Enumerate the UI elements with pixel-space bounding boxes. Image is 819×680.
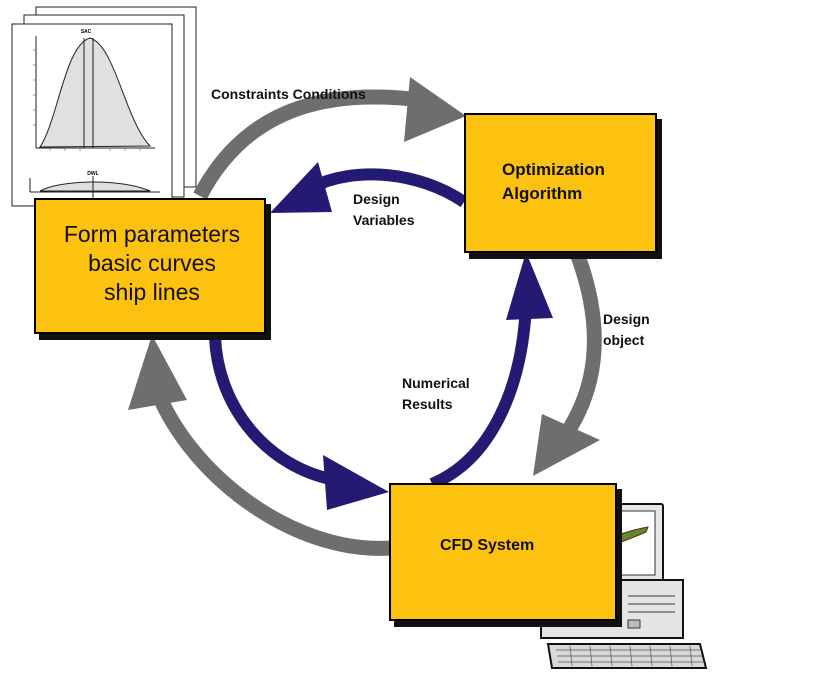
dwl-plot: DWL <box>29 171 160 200</box>
inner-arrow-to-cfd <box>209 336 389 510</box>
cfd-system-text: CFD System <box>440 537 535 554</box>
curve-sheets: SAC DWL <box>11 6 197 207</box>
outer-arrow-return <box>128 335 393 556</box>
optimization-algorithm-box <box>464 113 657 253</box>
constraints-conditions-label: Constraints Conditions <box>211 86 366 102</box>
optimization-algorithm-text: Optimization Algorithm <box>502 160 605 203</box>
inner-arrow-design-variables <box>270 162 468 213</box>
sac-title: SAC <box>81 29 92 35</box>
design-object-label: Design object <box>603 311 650 348</box>
form-parameters-text: Form parameters basic curves ship lines <box>63 221 241 305</box>
outer-arrow-constraints <box>193 77 466 200</box>
dwl-title: DWL <box>87 171 98 177</box>
design-variables-label: Design Variables <box>353 191 415 228</box>
inner-arrow-numerical-results <box>429 252 553 490</box>
sac-plot: SAC <box>33 29 155 151</box>
numerical-results-label: Numerical Results <box>402 375 470 412</box>
form-parameters-box <box>34 198 266 334</box>
outer-arrow-design-object <box>533 253 602 476</box>
cfd-system-box <box>389 483 617 621</box>
